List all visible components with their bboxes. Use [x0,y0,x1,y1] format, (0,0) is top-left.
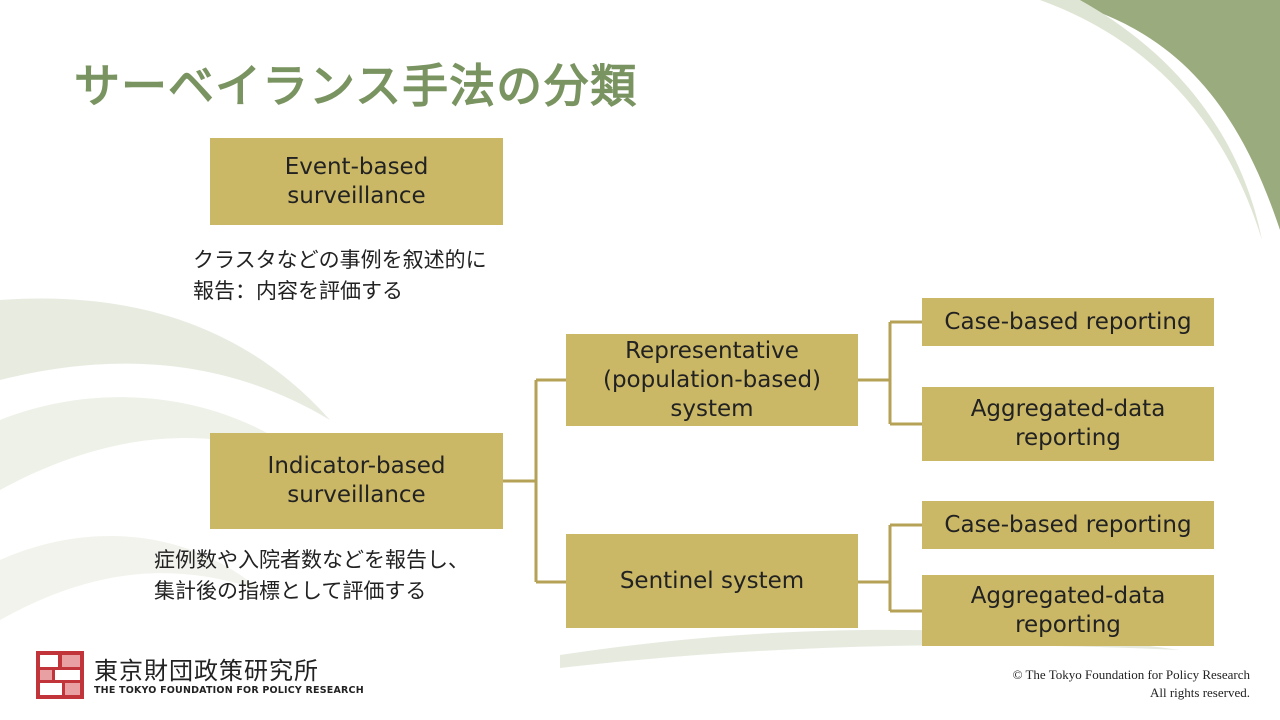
sentinel-system-box: Sentinel system [566,534,858,628]
page-title: サーベイランス手法の分類 [74,59,638,113]
aggregated-data-reporting-box-2: Aggregated-data reporting [922,575,1214,646]
indicator-based-note: 症例数や入院者数などを報告し、 集計後の指標として評価する [154,548,469,603]
case-based-reporting-box-2: Case-based reporting [922,501,1214,549]
event-based-note: クラスタなどの事例を叙述的に 報告：内容を評価する [193,248,487,303]
aggregated-data-reporting-box-1: Aggregated-data reporting [922,387,1214,461]
foundation-logo-icon [36,651,84,699]
tokyo-foundation-logo: 東京財団政策研究所 THE TOKYO FOUNDATION FOR POLIC… [36,651,364,701]
logo-japanese-name: 東京財団政策研究所 [94,657,319,685]
event-based-surveillance-box: Event-based surveillance [210,138,503,225]
copyright-notice: © The Tokyo Foundation for Policy Resear… [1012,667,1250,700]
logo-english-name: THE TOKYO FOUNDATION FOR POLICY RESEARCH [94,685,364,696]
indicator-based-surveillance-box: Indicator-based surveillance [210,433,503,529]
representative-system-box: Representative (population-based) system [566,334,858,426]
case-based-reporting-box-1: Case-based reporting [922,298,1214,346]
